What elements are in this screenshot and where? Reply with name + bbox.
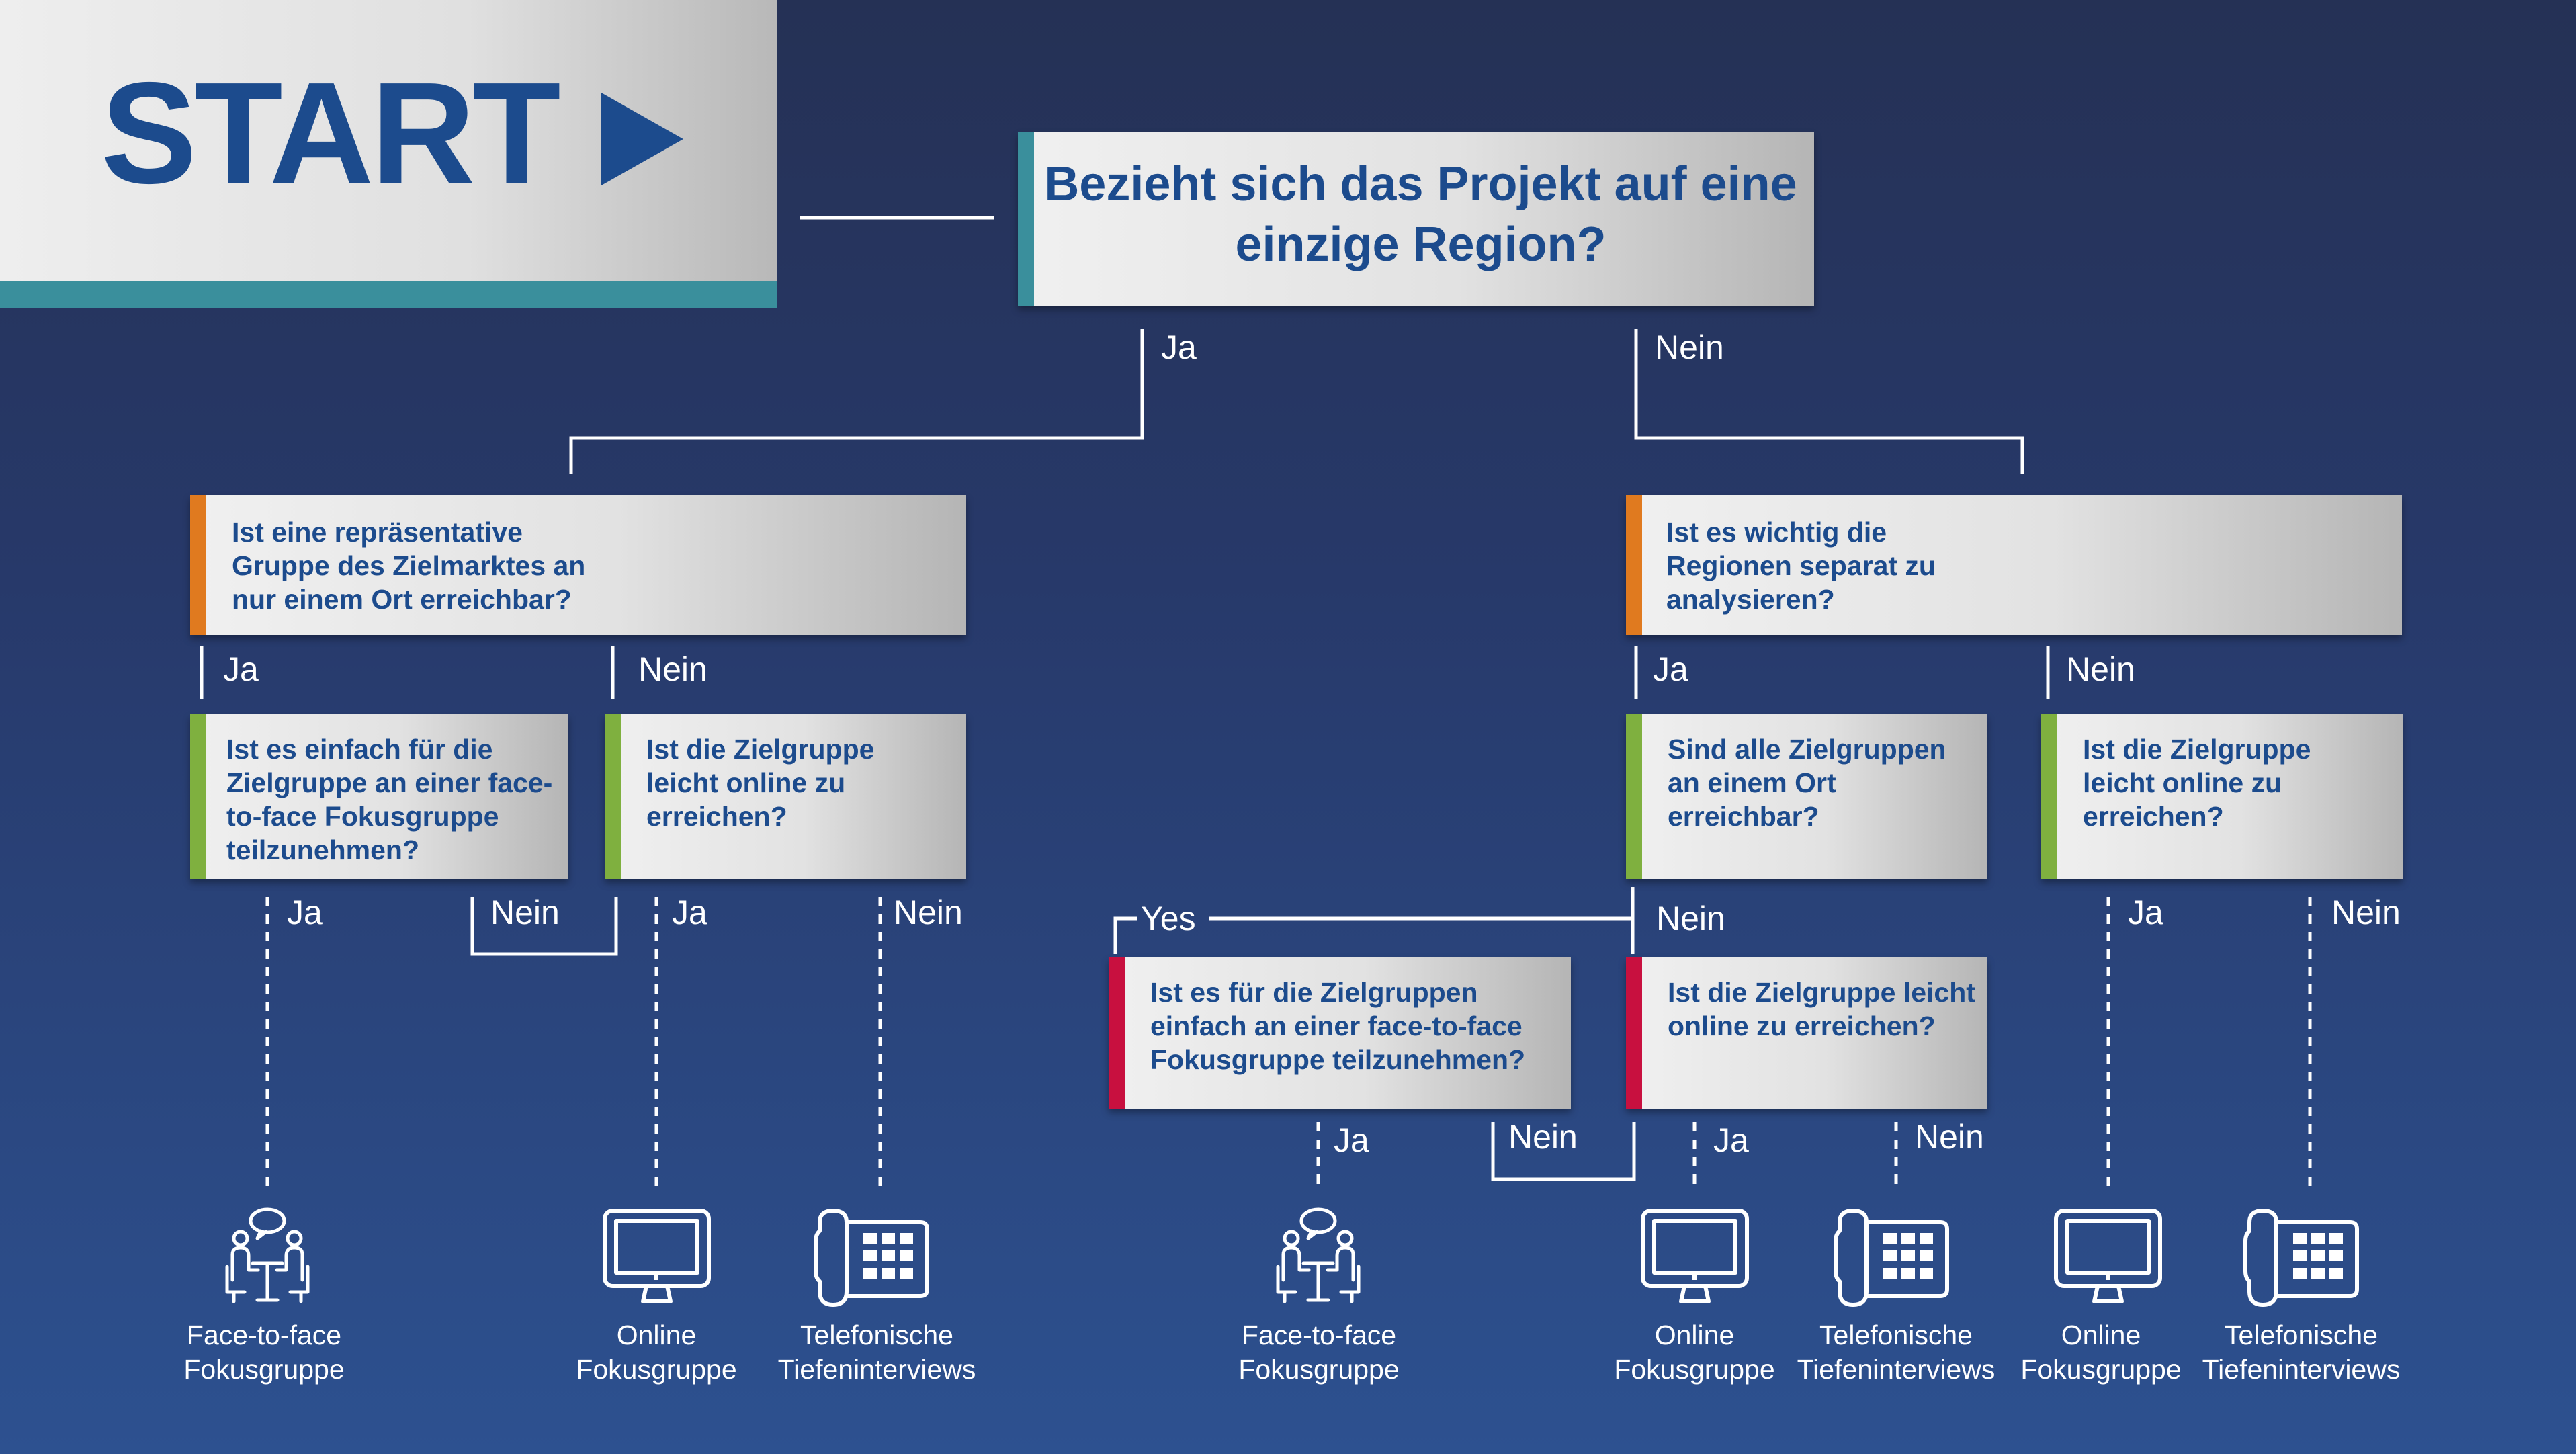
accent-bar <box>1109 957 1125 1109</box>
accent-bar <box>190 714 206 879</box>
outcome-line-2: Fokusgruppe <box>1238 1354 1400 1385</box>
answer-label: Nein <box>894 894 963 931</box>
accent-bar <box>1018 132 1034 306</box>
answer-label: Ja <box>1713 1121 1749 1159</box>
computer-monitor-icon <box>2054 1209 2162 1303</box>
question-text: Ist die Zielgruppe leicht online zu erre… <box>1668 977 1975 1041</box>
question-text: Ist es für die Zielgruppen einfach an ei… <box>1150 977 1526 1075</box>
outcome-line-2: Tiefeninterviews <box>2202 1354 2401 1385</box>
answer-label: Ja <box>2128 894 2163 931</box>
accent-bar <box>1626 495 1642 635</box>
outcome-caption: Online Fokusgruppe <box>1560 1318 1829 1387</box>
connector-q1-nein <box>1634 329 2024 474</box>
answer-label: Ja <box>1161 329 1197 366</box>
outcome-line-2: Fokusgruppe <box>1614 1354 1775 1385</box>
computer-monitor-icon <box>603 1209 711 1303</box>
answer-label: Yes <box>1141 900 1196 937</box>
outcome-line-1: Online <box>1654 1320 1735 1351</box>
question-text: Ist es wichtig die Regionen separat zu a… <box>1666 517 1936 615</box>
outcome-line-2: Tiefeninterviews <box>1797 1354 1995 1385</box>
answer-label: Nein <box>638 650 707 688</box>
telephone-icon <box>1834 1209 1949 1307</box>
accent-bar <box>190 495 206 635</box>
telephone-icon <box>2243 1209 2359 1307</box>
accent-bar <box>605 714 621 879</box>
outcome-line-1: Telefonische <box>800 1320 953 1351</box>
question-text: Ist eine repräsentative Gruppe des Zielm… <box>232 517 586 615</box>
answer-label: Ja <box>287 894 323 931</box>
outcome-line-1: Telefonische <box>1819 1320 1973 1351</box>
question-box-groups-face-to-face: Ist es für die Zielgruppen einfach an ei… <box>1109 957 1571 1109</box>
outcome-caption: Online Fokusgruppe <box>522 1318 791 1387</box>
question-text: Ist die Zielgruppe leicht online zu erre… <box>2083 734 2311 832</box>
outcome-line-1: Face-to-face <box>186 1320 342 1351</box>
question-box-face-to-face-easy: Ist es einfach für die Zielgruppe an ein… <box>190 714 568 879</box>
outcome-caption: Face-to-face Fokusgruppe <box>1185 1318 1453 1387</box>
answer-label: Nein <box>490 894 560 931</box>
computer-monitor-icon <box>1641 1209 1749 1303</box>
answer-label: Ja <box>1334 1121 1369 1159</box>
answer-label: Nein <box>1508 1118 1578 1156</box>
outcome-caption: Telefonische Tiefeninterviews <box>1762 1318 2030 1387</box>
answer-label: Nein <box>1915 1118 1984 1156</box>
outcome-line-1: Online <box>2061 1320 2141 1351</box>
start-label: START <box>101 52 561 214</box>
question-box-separate-analysis: Ist es wichtig die Regionen separat zu a… <box>1626 495 2402 635</box>
question-text: Ist die Zielgruppe leicht online zu erre… <box>646 734 875 832</box>
telephone-icon <box>814 1209 929 1307</box>
connector-q8-nein <box>1491 1122 1636 1181</box>
question-text: Bezieht sich das Projekt auf eine einzig… <box>1044 157 1797 271</box>
answer-label: Ja <box>1653 650 1688 688</box>
outcome-caption: Online Fokusgruppe <box>1967 1318 2235 1387</box>
outcome-line-1: Online <box>616 1320 697 1351</box>
outcome-caption: Telefonische Tiefeninterviews <box>742 1318 1011 1387</box>
question-box-online-reach-middle: Ist die Zielgruppe leicht online zu erre… <box>1626 957 1987 1109</box>
question-text: Ist es einfach für die Zielgruppe an ein… <box>226 734 553 865</box>
question-text: Sind alle Zielgruppen an einem Ort errei… <box>1668 734 1946 832</box>
question-box-region: Bezieht sich das Projekt auf eine einzig… <box>1018 132 1814 306</box>
question-box-all-groups-one-place: Sind alle Zielgruppen an einem Ort errei… <box>1626 714 1987 879</box>
face-to-face-icon <box>225 1207 310 1303</box>
outcome-line-2: Fokusgruppe <box>2020 1354 2182 1385</box>
connector-q1-ja <box>569 329 1144 474</box>
outcome-line-1: Telefonische <box>2225 1320 2378 1351</box>
accent-bar <box>1626 714 1642 879</box>
answer-label: Ja <box>223 650 259 688</box>
play-arrow-icon <box>601 93 683 185</box>
outcome-line-2: Fokusgruppe <box>576 1354 737 1385</box>
question-box-online-reach-left: Ist die Zielgruppe leicht online zu erre… <box>605 714 966 879</box>
accent-bar <box>1626 957 1642 1109</box>
outcome-caption: Telefonische Tiefeninterviews <box>2167 1318 2436 1387</box>
answer-label: Ja <box>672 894 707 931</box>
outcome-line-2: Tiefeninterviews <box>777 1354 976 1385</box>
outcome-line-1: Face-to-face <box>1241 1320 1397 1351</box>
outcome-line-2: Fokusgruppe <box>183 1354 345 1385</box>
connector-yes-hook <box>1113 916 1137 954</box>
answer-label: Nein <box>1655 329 1724 366</box>
question-box-representative-group: Ist eine repräsentative Gruppe des Zielm… <box>190 495 966 635</box>
answer-label: Nein <box>1656 900 1725 937</box>
answer-label: Nein <box>2331 894 2401 931</box>
start-banner-underline <box>0 281 777 308</box>
face-to-face-icon <box>1276 1207 1361 1303</box>
outcome-caption: Face-to-face Fokusgruppe <box>130 1318 398 1387</box>
start-banner: START <box>0 0 777 281</box>
accent-bar <box>2041 714 2057 879</box>
answer-label: Nein <box>2066 650 2135 688</box>
connector-q4-nein <box>470 897 618 956</box>
question-box-online-reach-right: Ist die Zielgruppe leicht online zu erre… <box>2041 714 2403 879</box>
